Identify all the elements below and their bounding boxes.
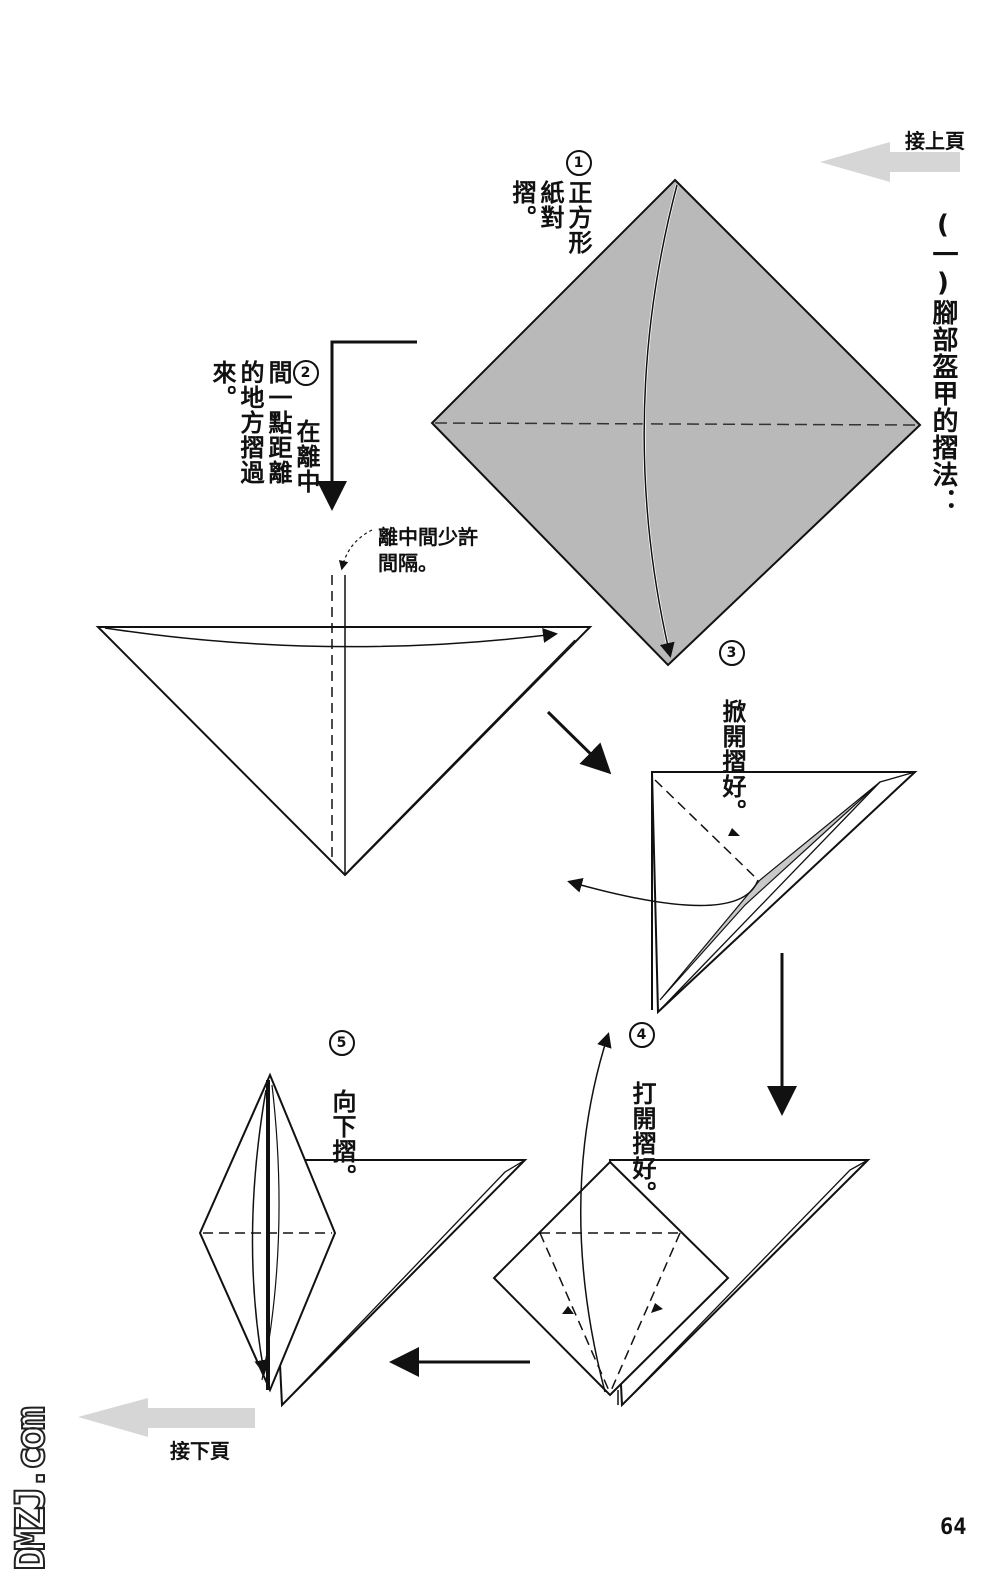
step4-text: 打開摺好。 (628, 1081, 656, 1206)
step1-text: 正方形紙對摺。 (508, 180, 592, 255)
prev-page-arrow-icon[interactable] (820, 142, 960, 182)
step1-square-paper (430, 178, 922, 667)
arrow-step2-to-step3 (546, 710, 612, 775)
gap-annotation: 離中間少許間隔。 (378, 525, 478, 575)
step1-label: 1 正方形紙對摺。 (508, 150, 592, 265)
step3-text: 掀開摺好。 (718, 699, 746, 824)
step1-number: 1 (566, 150, 592, 176)
step2-label: 2 在離中間一點距離的地方摺過來。 (208, 360, 320, 505)
arrow-step1-to-step2 (317, 340, 417, 511)
step5-text: 向下摺。 (328, 1089, 356, 1189)
step4-label: 4 打開摺好。 (628, 1022, 656, 1206)
next-page-arrow-icon[interactable] (78, 1398, 255, 1437)
page-number: 64 (940, 1515, 967, 1540)
step5-label: 5 向下摺。 (328, 1030, 356, 1189)
step3-label: 3 掀開摺好。 (718, 640, 746, 824)
step5-number: 5 (329, 1030, 355, 1056)
section-title: (一)腳部盔甲的摺法： (928, 210, 958, 515)
step2-text: 在離中間一點距離的地方摺過來。 (208, 360, 320, 494)
step5-kite (198, 1072, 528, 1408)
step3-number: 3 (719, 640, 745, 666)
step4-number: 4 (629, 1022, 655, 1048)
step2-triangle (95, 529, 593, 877)
next-page-link[interactable]: 接下頁 (170, 1439, 230, 1463)
watermark-logo: DMZJ.com (7, 1409, 55, 1571)
step4-open-fold (492, 1032, 871, 1408)
step3-fold (567, 771, 918, 1015)
prev-page-link[interactable]: 接上頁 (905, 129, 965, 153)
step2-number: 2 (293, 360, 319, 386)
